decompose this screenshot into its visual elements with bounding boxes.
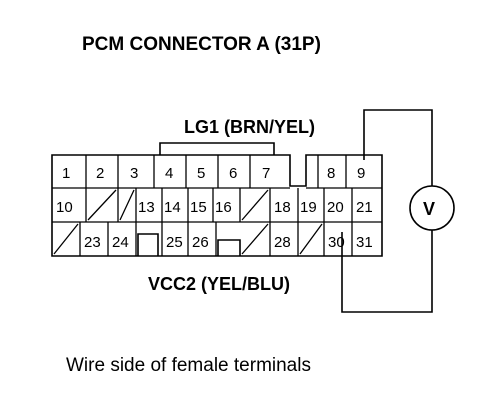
vcc2-label: VCC2 (YEL/BLU) (148, 274, 290, 294)
pin-1: 1 (62, 165, 70, 182)
pin-18: 18 (274, 199, 291, 216)
pin-2: 2 (96, 165, 104, 182)
pin-6: 6 (229, 165, 237, 182)
pin-20: 20 (327, 199, 344, 216)
pin-26: 26 (192, 234, 209, 251)
probe-lead-negative (341, 230, 433, 313)
pin-8: 8 (327, 165, 335, 182)
pin-25: 25 (166, 234, 183, 251)
pin-7: 7 (262, 165, 270, 182)
blank-cell-slash (119, 189, 135, 221)
blank-cell-slash (241, 223, 269, 255)
pin-19: 19 (300, 199, 317, 216)
pin-4: 4 (165, 165, 173, 182)
row-3: 23 24 25 26 28 30 31 (53, 222, 373, 256)
diagram-title: PCM CONNECTOR A (31P) (82, 34, 321, 55)
pin-31: 31 (356, 234, 373, 251)
probe-lead-positive (363, 109, 433, 186)
diagram-caption: Wire side of female terminals (66, 355, 311, 376)
pin-16: 16 (215, 199, 232, 216)
bottom-key-notch (217, 239, 241, 256)
blank-cell-slash (299, 223, 323, 255)
pin-30: 30 (328, 234, 345, 251)
blank-cell-slash (53, 223, 79, 255)
pin-21: 21 (356, 199, 373, 216)
bottom-key-notch (137, 233, 159, 256)
pin-28: 28 (274, 234, 291, 251)
blank-cell-slash (87, 189, 117, 221)
voltmeter-circuit: V (341, 109, 455, 313)
pin-10: 10 (56, 199, 73, 216)
pin-13: 13 (138, 199, 155, 216)
pin-5: 5 (197, 165, 205, 182)
pin-23: 23 (84, 234, 101, 251)
row-1: 1 2 3 4 5 6 7 8 9 (62, 155, 365, 188)
voltmeter-icon (409, 185, 455, 231)
pin-15: 15 (190, 199, 207, 216)
pin-9: 9 (357, 165, 365, 182)
connector-top-tab (159, 142, 275, 155)
row-2: 10 13 14 15 16 18 19 20 21 (56, 188, 373, 222)
pin-3: 3 (130, 165, 138, 182)
blank-cell-slash (241, 189, 269, 221)
pin-14: 14 (164, 199, 181, 216)
lg1-label: LG1 (BRN/YEL) (184, 117, 315, 137)
voltmeter-symbol: V (423, 199, 435, 219)
pin-24: 24 (112, 234, 129, 251)
